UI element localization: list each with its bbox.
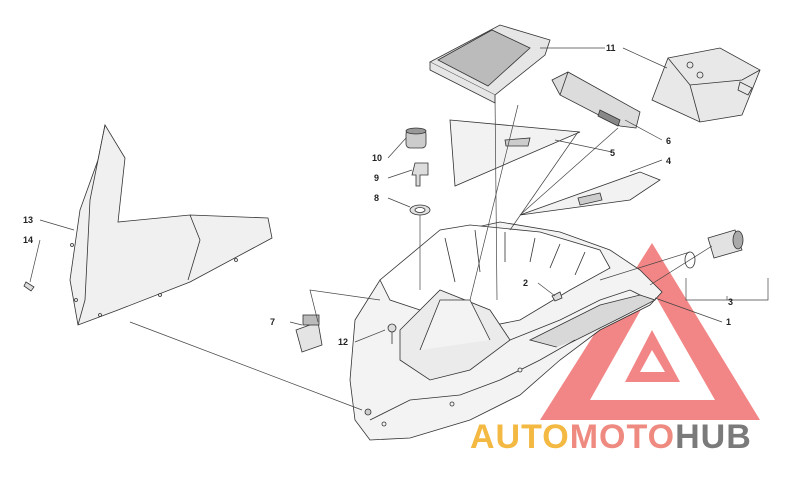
- power-outlet-part: [684, 229, 744, 269]
- callout-3: 3: [728, 297, 734, 307]
- cover-box-part: [651, 47, 761, 123]
- callout-10: 10: [372, 153, 383, 163]
- watermark-logo: AUTOMOTOHUB: [470, 418, 752, 457]
- decal-part-5: [449, 119, 581, 187]
- decal-part-4: [519, 171, 661, 216]
- callout-11: 11: [606, 43, 616, 53]
- screw-part-14: [23, 281, 35, 292]
- watermark-triangle-icon: [540, 243, 760, 420]
- watermark-part-moto: MOTO: [569, 418, 676, 456]
- callout-14: 14: [23, 235, 34, 245]
- windshield-part: [69, 123, 273, 326]
- callout-4: 4: [666, 156, 672, 166]
- washer-part: [409, 204, 431, 216]
- hood-body-part: [349, 221, 663, 441]
- vent-grille-part: [429, 24, 551, 104]
- callout-12: 12: [338, 337, 349, 347]
- watermark-part-hub: HUB: [675, 418, 752, 456]
- callout-7: 7: [270, 317, 276, 327]
- watermark-part-auto: AUTO: [470, 418, 570, 456]
- screw-part-2: [551, 291, 563, 302]
- callout-2: 2: [523, 278, 529, 288]
- ignition-cap-part: [405, 127, 427, 149]
- callout-1: 1: [726, 317, 732, 327]
- callout-6: 6: [666, 136, 672, 146]
- callout-5: 5: [610, 148, 616, 158]
- key-part: [411, 162, 429, 187]
- switch-part-7: [295, 314, 323, 353]
- electronic-module-part: [551, 71, 641, 129]
- fastener-part-12: [387, 323, 397, 344]
- callout-13: 13: [23, 215, 34, 225]
- callout-9: 9: [374, 173, 380, 183]
- leader-lines: [29, 47, 769, 411]
- callout-8: 8: [374, 193, 380, 203]
